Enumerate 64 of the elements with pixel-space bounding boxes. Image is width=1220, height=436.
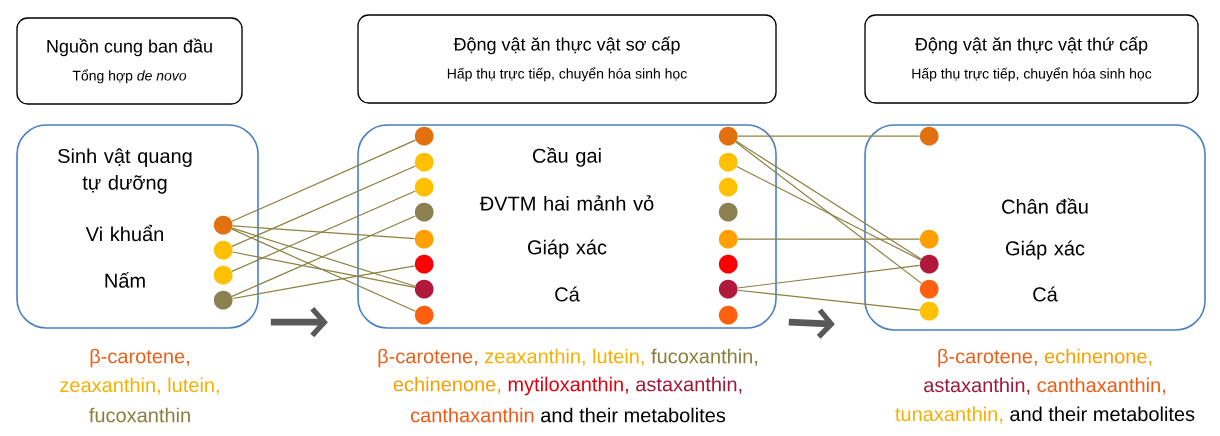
pigment-name: and their metabolites (541, 407, 726, 423)
connector-line (231, 228, 417, 312)
connector-line (231, 227, 416, 287)
connector-line (737, 135, 921, 137)
connector-line (735, 140, 922, 260)
connector-line (231, 165, 416, 247)
pigment-dot (213, 215, 233, 235)
pigment-name: astaxanthin, (924, 377, 1030, 395)
pigment-name: canthaxanthin (411, 407, 534, 423)
pigment-dot (718, 254, 738, 274)
pigment-name: β-carotene, (378, 348, 477, 368)
pigment-dot (718, 202, 738, 222)
panel-box: Sinh vật quang tự dưỡng Vi khuẩn Nấm (16, 124, 259, 329)
connector-line (735, 141, 923, 284)
header-box: Nguồn cung ban đầu Tổng hợp de novo (16, 17, 243, 105)
pigment-name: β-carotene, (938, 348, 1037, 368)
pigment-dot (414, 126, 434, 146)
connector-line (737, 238, 921, 240)
panel-box: Cầu gai ĐVTM hai mảnh vỏ Giáp xác Cá (357, 124, 777, 329)
connector-line (736, 165, 922, 261)
pigment-dot (718, 279, 738, 299)
pigment-name: astaxanthin, (636, 376, 742, 394)
pigment-dot (414, 152, 434, 172)
connector-line (231, 215, 416, 297)
connector-line (231, 139, 417, 222)
pigment-dot (919, 301, 939, 321)
pigment-dot (718, 152, 738, 172)
pigment-name: mytiloxanthin, (508, 376, 628, 396)
pigment-dot (718, 229, 738, 249)
pigment-name: and their metabolites (1010, 406, 1195, 422)
pigment-dot (718, 177, 738, 197)
pigment-name: fucoxanthin, (651, 348, 758, 366)
connector-line (737, 264, 921, 289)
pigment-dot (718, 305, 738, 325)
pigment-name: zeaxanthin, lutein, (60, 377, 219, 395)
pigment-dot (414, 305, 434, 325)
header-box: Động vật ăn thực vật sơ cấp Hấp thụ trực tiếp, chuyển hóa sinh học (357, 14, 777, 104)
pigment-name: echinenone, (1044, 348, 1152, 366)
pigment-dot (919, 126, 939, 146)
pigment-dot (414, 229, 434, 249)
pigment-dot (718, 126, 738, 146)
header-box: Động vật ăn thực vật thứ cấp Hấp thụ trực tiếp, chuyển hóa sinh học (864, 14, 1199, 104)
pigment-name: zeaxanthin, lutein, (485, 348, 644, 366)
connector-line (232, 251, 416, 288)
pigment-dot (414, 254, 434, 274)
pigment-dot (919, 229, 939, 249)
pigment-name: canthaxanthin, (1037, 377, 1165, 395)
pigment-name: fucoxanthin (89, 407, 190, 423)
pigment-name: tunaxanthin, (895, 406, 1003, 424)
connector-line (737, 289, 921, 311)
pigment-dot (414, 177, 434, 197)
connector-line (232, 265, 416, 300)
pigment-dot (213, 265, 233, 285)
pigment-dot (919, 254, 939, 274)
pigment-dot (414, 202, 434, 222)
pigment-dot (414, 279, 434, 299)
pigment-name: β-carotene, (90, 348, 189, 368)
pigment-dot (919, 279, 939, 299)
pigment-dot (213, 290, 233, 310)
panel-box: Chân đầu Giáp xác Cá (864, 124, 1206, 331)
pigment-dot (213, 240, 233, 260)
connector-line (232, 225, 416, 240)
pigment-name: echinenone, (393, 376, 501, 394)
connector-line (231, 190, 416, 272)
